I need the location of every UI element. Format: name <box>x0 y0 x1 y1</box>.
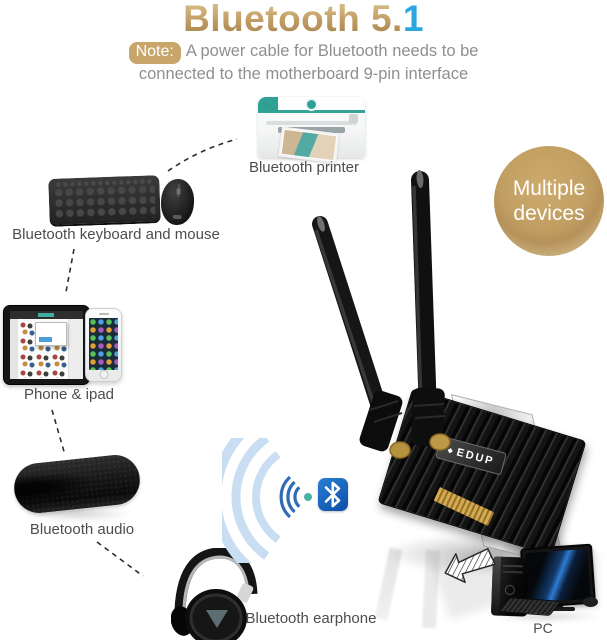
mouse-scroll-wheel <box>175 187 181 196</box>
speaker-image <box>11 452 143 516</box>
right-antenna <box>411 171 437 422</box>
printer-teal-trim <box>258 110 365 113</box>
connector-line <box>167 138 238 172</box>
earphone-label: Bluetooth earphone <box>245 610 377 627</box>
iphone-image <box>85 308 122 382</box>
ipad-image <box>3 305 90 385</box>
left-antenna-highlight <box>314 229 377 409</box>
wave-inner <box>279 475 292 519</box>
base-ridge <box>369 400 399 411</box>
base-ridge <box>414 415 446 419</box>
iphone-screen <box>89 318 118 370</box>
earcup-triangle-logo <box>206 610 228 628</box>
bluetooth-logo-icon <box>318 478 348 511</box>
ipad-popup-button <box>39 337 52 342</box>
mouse-image <box>159 178 196 226</box>
printer-seam <box>266 121 357 125</box>
wave-mid <box>252 451 281 543</box>
pc-label: PC <box>533 620 553 636</box>
printer-logo-icon <box>307 100 316 109</box>
note-text-line2: connected to the motherboard 9-pin inter… <box>138 65 469 83</box>
left-antenna-base <box>359 390 403 452</box>
keyboard-keys <box>53 184 156 221</box>
pc-monitor-base <box>539 607 575 611</box>
pc-tower-drive-slot <box>502 564 523 568</box>
headband-silver-trim <box>182 555 250 609</box>
earcup-hinge <box>236 583 254 603</box>
headphones-image <box>171 548 258 640</box>
title-accent: 1 <box>402 0 424 39</box>
ipad-screen <box>10 311 83 379</box>
wave-outer <box>231 438 270 560</box>
pc-tower-logo <box>504 584 516 596</box>
keyboard-image <box>48 175 161 227</box>
pc-mouse <box>583 597 598 607</box>
wave-inner <box>293 486 301 508</box>
title-main: Bluetooth 5. <box>183 0 403 39</box>
headband <box>174 548 258 611</box>
sma-connector-gold <box>389 441 411 459</box>
note-badge: Note: <box>128 42 181 64</box>
right-antenna-highlight <box>412 185 423 407</box>
base-ridge <box>413 403 445 407</box>
hatched-arrow-icon <box>444 547 496 584</box>
pc-tower-drive-slot <box>502 570 523 574</box>
connector-line <box>51 409 66 456</box>
ipad-popup <box>35 322 67 346</box>
wave-origin-dot <box>304 493 312 501</box>
base-ridge <box>373 412 403 423</box>
left-antenna <box>312 216 390 424</box>
iphone-speaker <box>98 313 109 315</box>
note-line-1: Note:A power cable for Bluetooth needs t… <box>0 41 607 64</box>
printer-photo-image <box>281 129 337 161</box>
badge-line-1: Multiple <box>512 177 586 200</box>
sma-connector-gold <box>429 433 451 451</box>
ipad-toolbar-accent <box>38 313 54 317</box>
ipad-sidebar <box>10 319 18 379</box>
connector-line <box>65 248 75 293</box>
antennas-image <box>312 170 451 459</box>
left-antenna-tip <box>317 216 325 232</box>
printer-teal-corner <box>258 97 278 111</box>
wave-outer <box>222 438 252 563</box>
pc-monitor-screen <box>525 548 591 604</box>
printer-label: Bluetooth printer <box>248 159 360 176</box>
audio-label: Bluetooth audio <box>29 521 135 538</box>
wave-inner <box>286 480 296 514</box>
pc-shadow <box>490 612 602 621</box>
mouse-logo <box>172 214 182 220</box>
badge-line-2: devices <box>513 202 585 225</box>
note-text-line1: A power cable for Bluetooth needs to be <box>185 42 479 60</box>
right-antenna-tip <box>416 170 424 188</box>
multiple-devices-badge: Multiple devices <box>494 146 604 256</box>
phone-ipad-label: Phone & ipad <box>23 386 115 403</box>
ipad-right-column <box>68 319 83 379</box>
printer-control-panel <box>349 114 358 123</box>
keyboard-mouse-label: Bluetooth keyboard and mouse <box>12 226 220 243</box>
connector-line <box>96 541 144 577</box>
iphone-home-button <box>99 370 108 379</box>
note: Note:A power cable for Bluetooth needs t… <box>0 41 607 84</box>
printer-image <box>258 97 365 164</box>
page-title: Bluetooth 5.1 <box>0 0 607 40</box>
signal-waves-icon <box>222 438 312 563</box>
